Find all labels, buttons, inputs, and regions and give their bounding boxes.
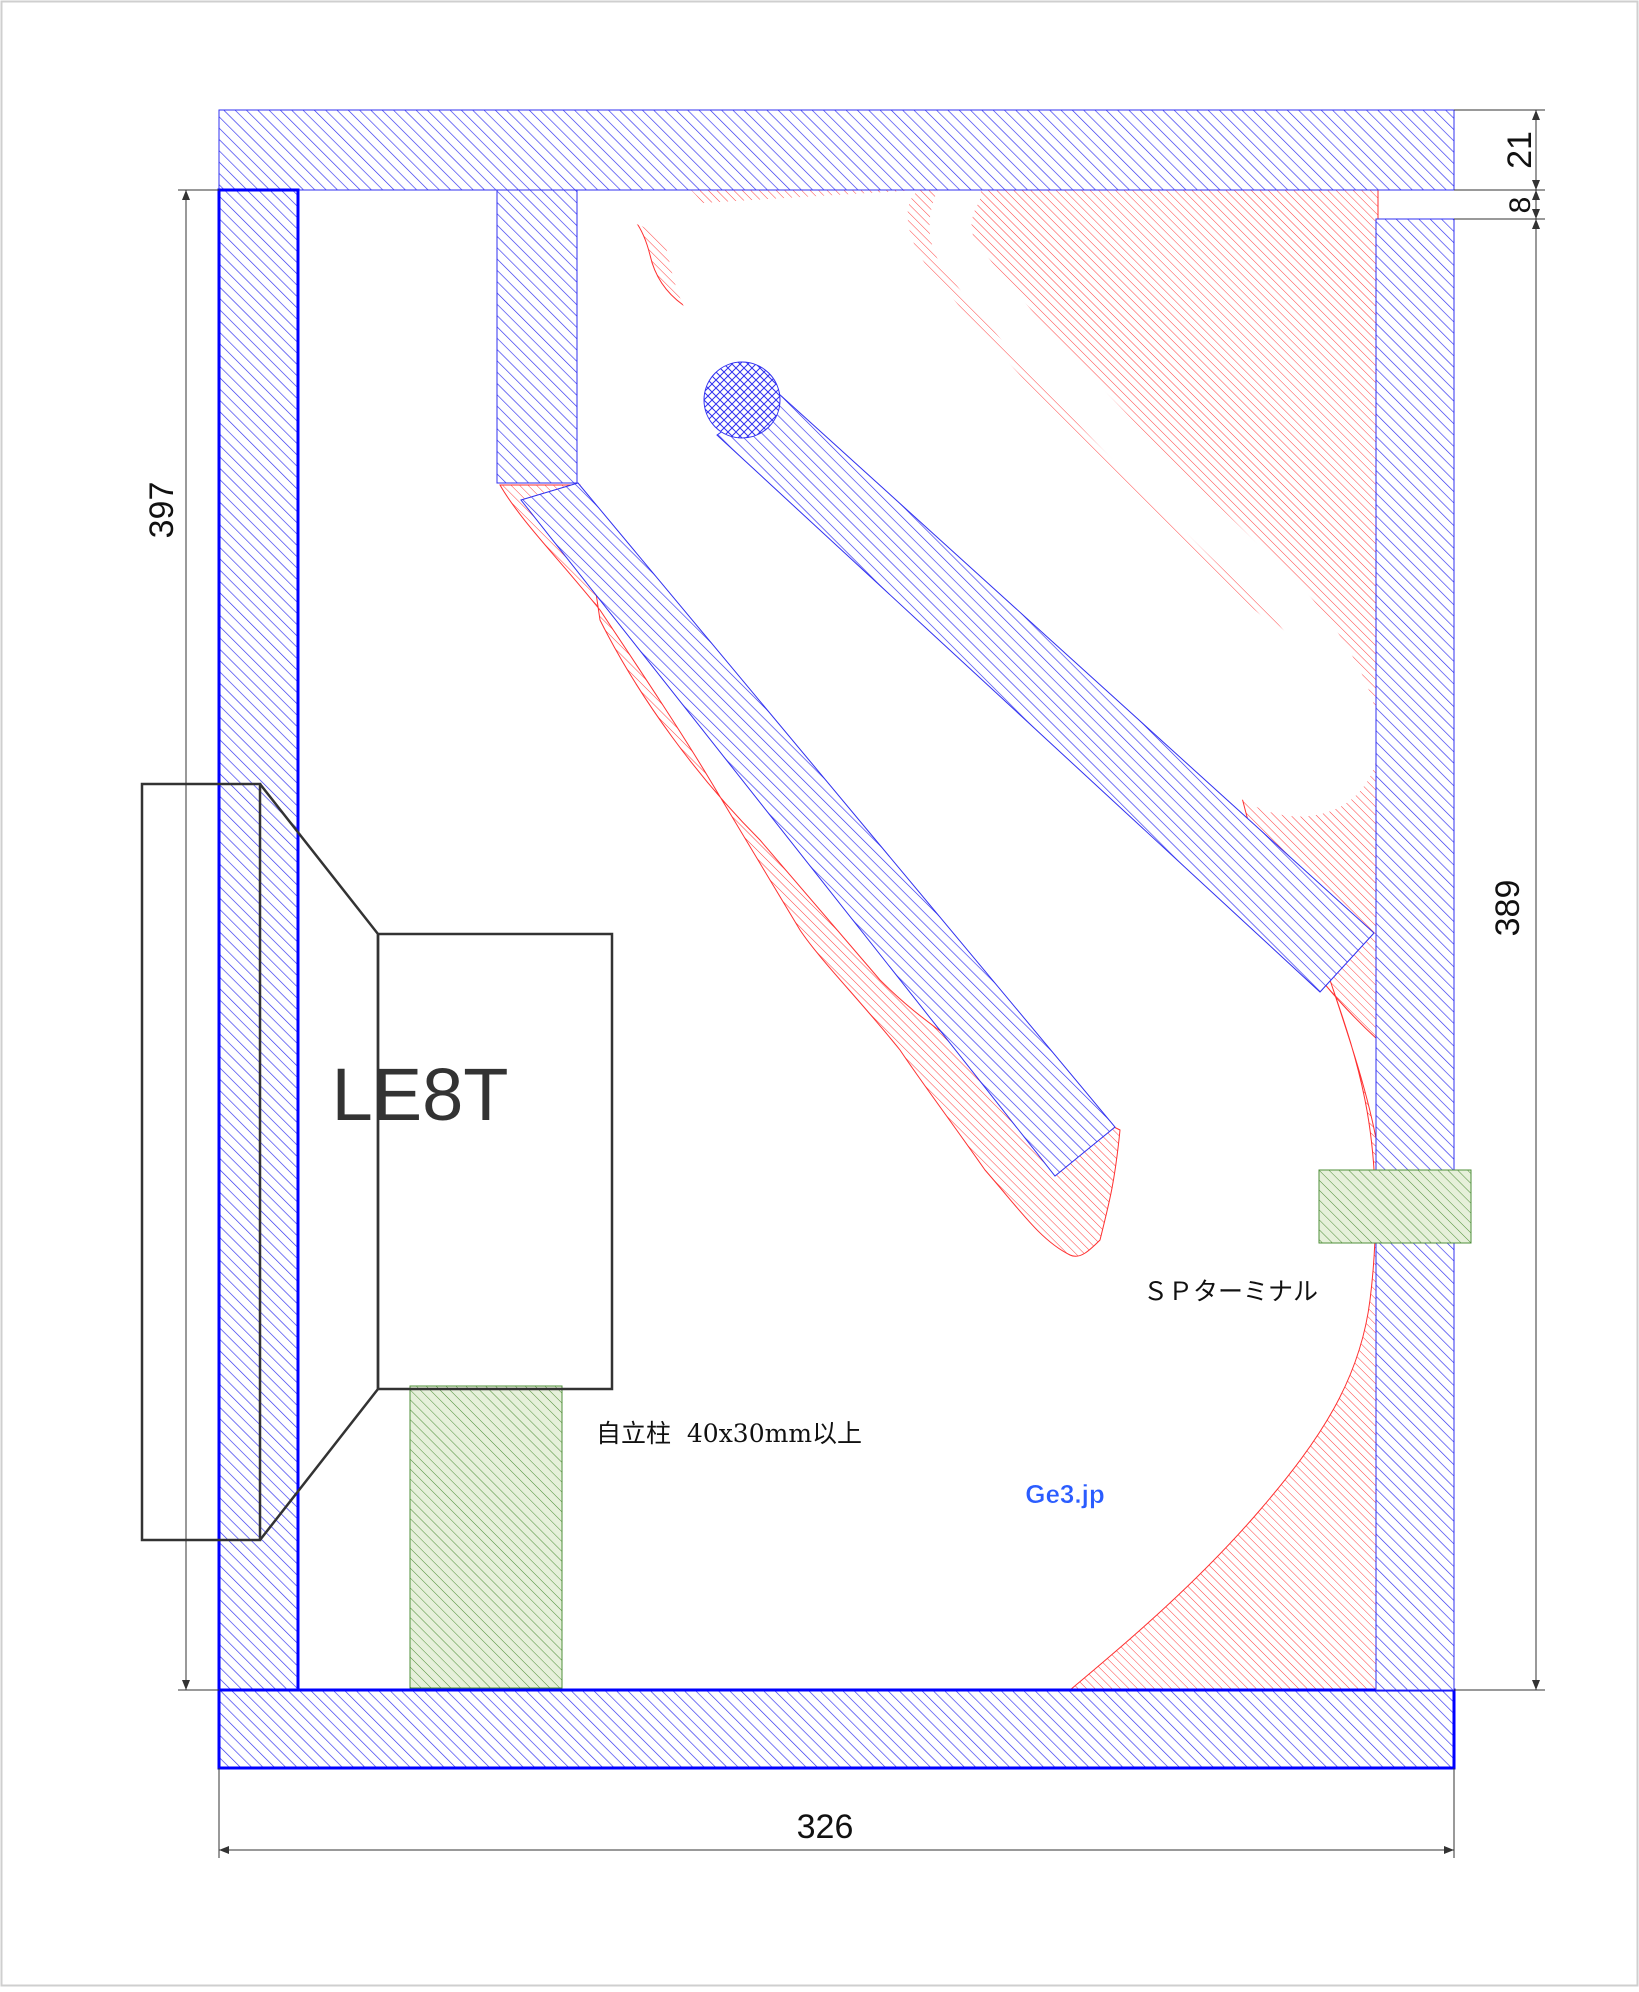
back-board (1375, 218, 1455, 1691)
bottom-board (217, 1688, 1456, 1770)
front-baffle (217, 188, 300, 1692)
terminal-block (1318, 1169, 1472, 1244)
dimension-lines (178, 109, 1545, 1858)
dim-gap: 8 (1504, 197, 1537, 214)
round-rod (703, 361, 781, 439)
dim-left-height: 397 (143, 482, 181, 539)
driver-outline (140, 782, 614, 1542)
driver-frame (140, 782, 262, 1542)
dimension-arrows (182, 110, 1540, 1854)
speaker-model-label: LE8T (332, 1053, 509, 1136)
absorbent-diagonal-strip (499, 484, 1121, 1257)
cabinet-walls (217, 109, 1456, 1770)
top-board (218, 109, 1455, 191)
pillar-label: 自立柱 40x30mm以上 (596, 1419, 862, 1448)
horn-path (659, 172, 1380, 817)
dim-top-thickness: 21 (1501, 131, 1539, 169)
support-pillars (409, 1169, 1472, 1689)
inner-vertical-partition (496, 189, 578, 484)
terminal-label: ＳＰターミナル (1143, 1277, 1318, 1306)
absorbent-corner-region (1068, 979, 1379, 1691)
support-pillar (409, 1385, 563, 1689)
dim-right-height: 389 (1489, 880, 1527, 937)
diagonal-baffle-left (520, 482, 1116, 1177)
dim-width: 326 (797, 1808, 854, 1846)
driver-magnet (376, 932, 614, 1391)
watermark: Ge3.jp (1025, 1479, 1104, 1509)
